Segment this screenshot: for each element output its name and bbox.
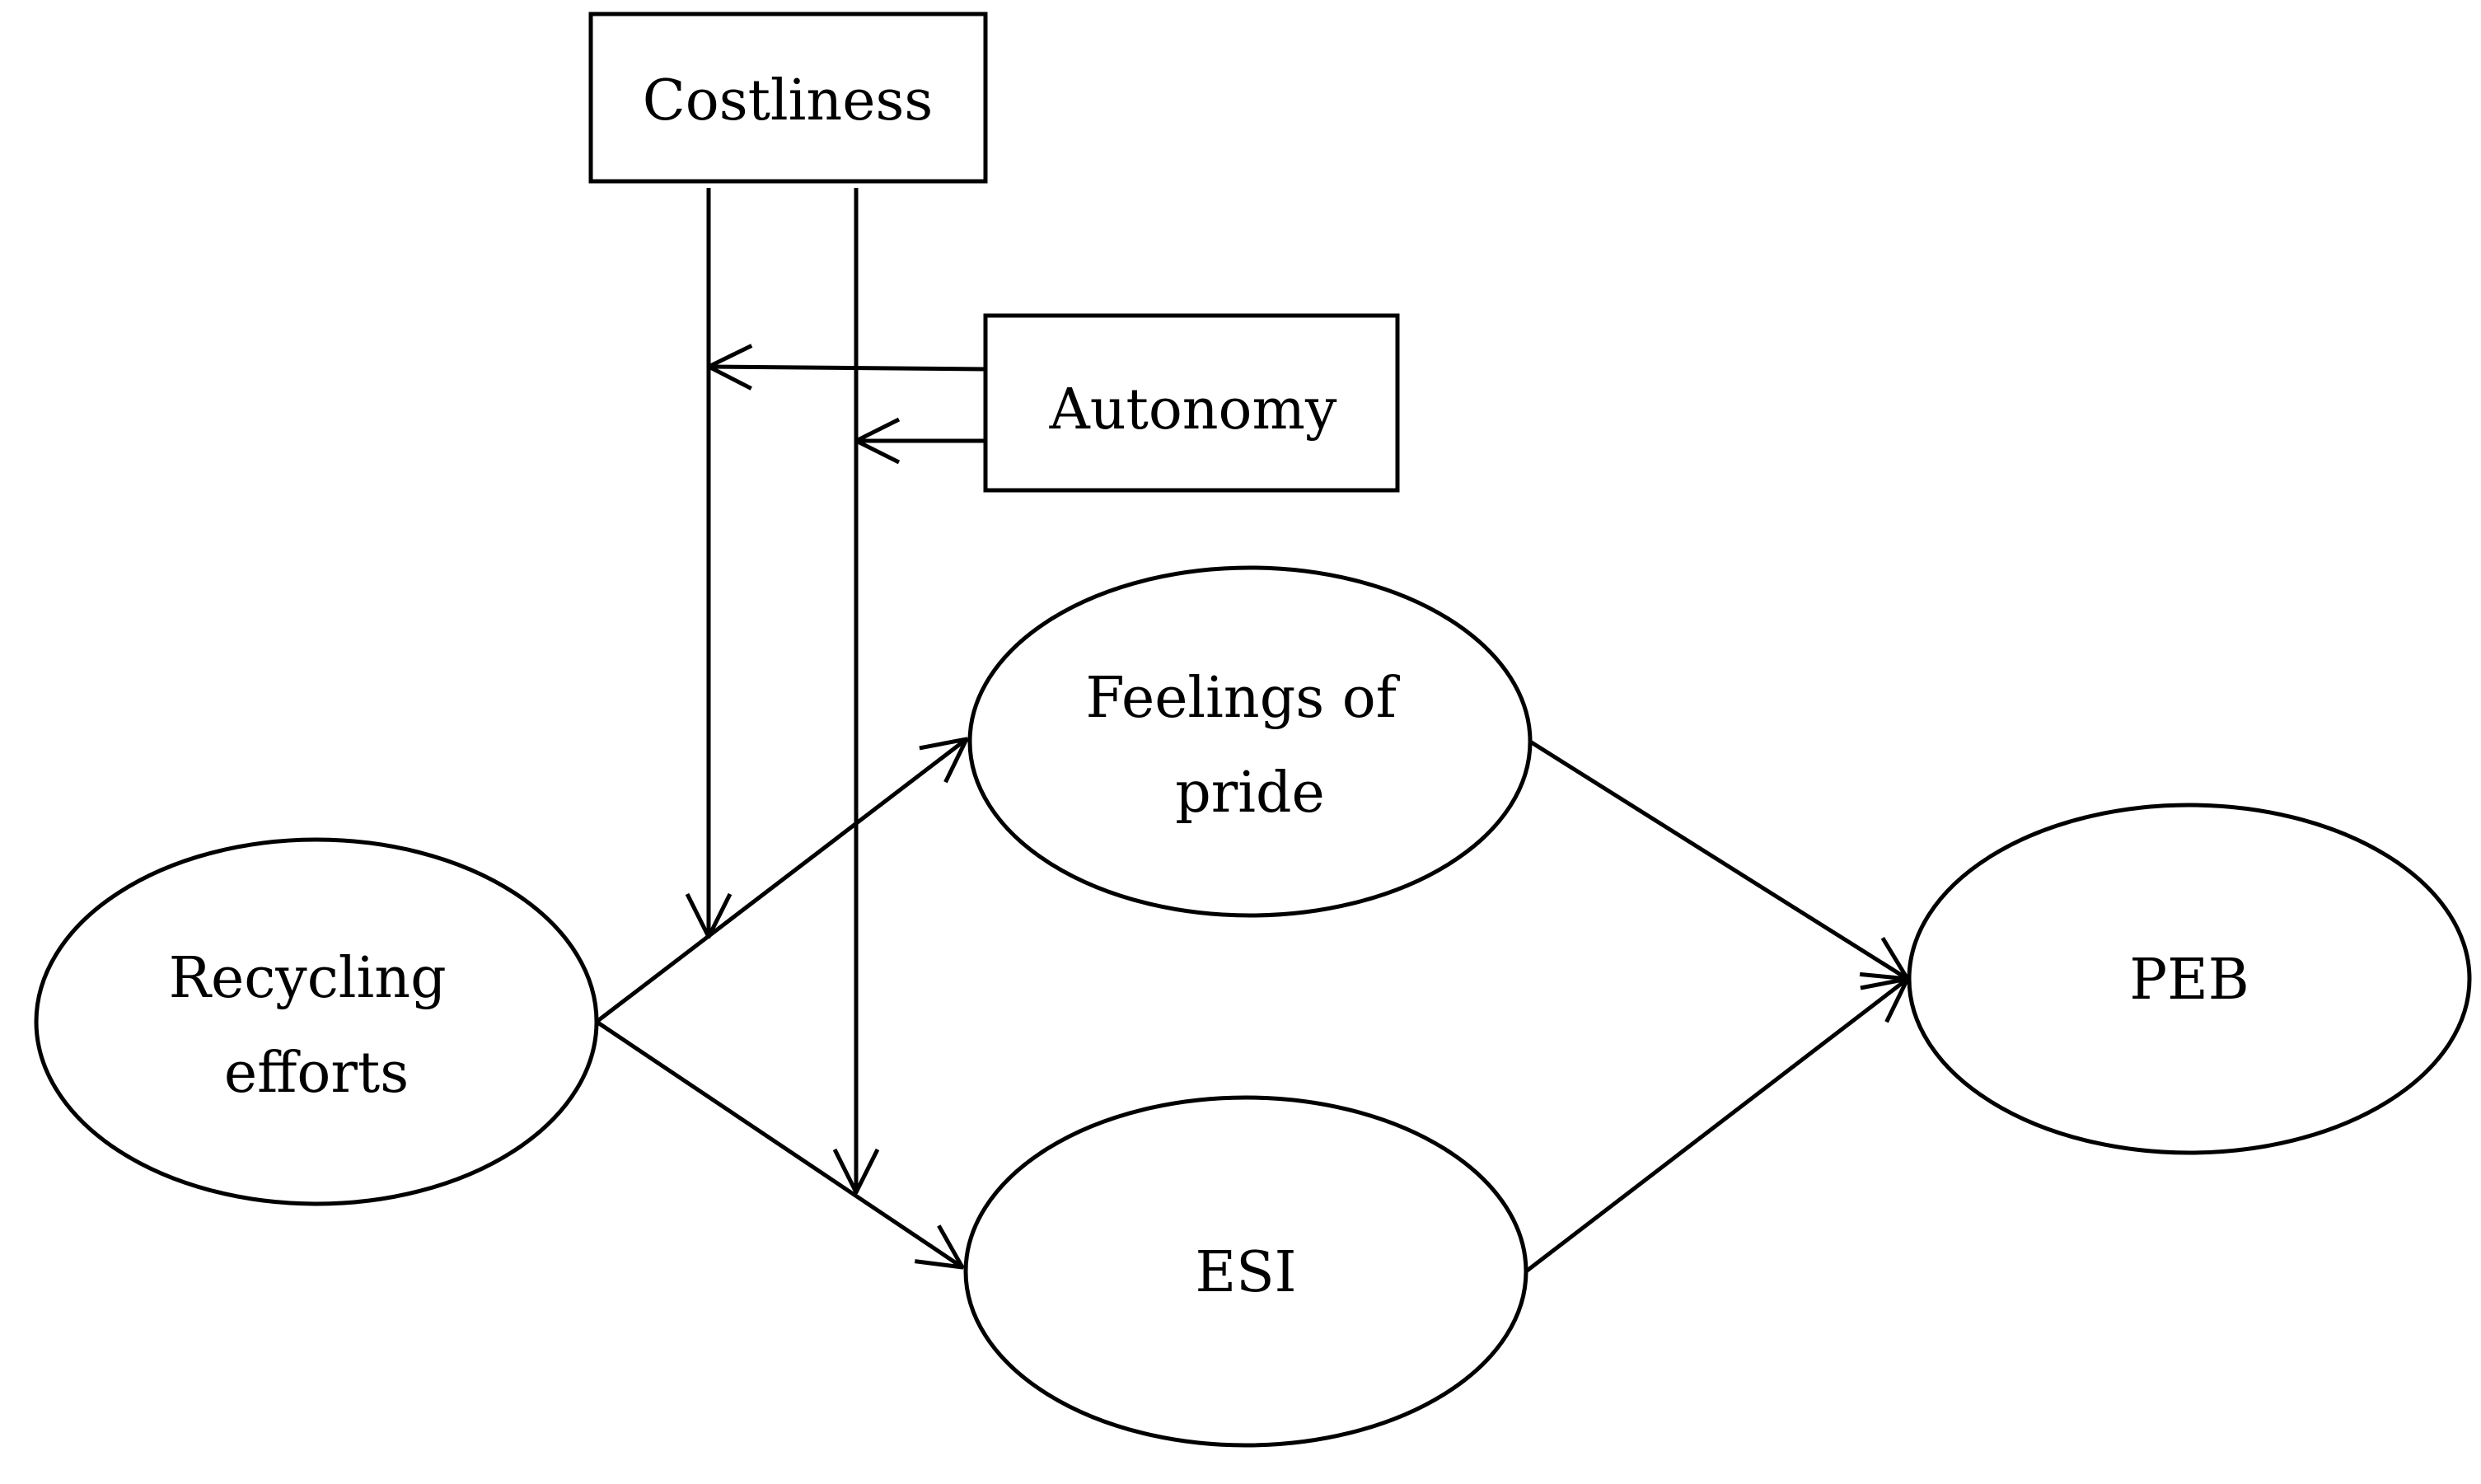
feelings-of-pride-label: Feelings of pride	[1085, 666, 1414, 826]
recycling-efforts-label: Recycling efforts	[169, 946, 464, 1106]
recycling-efforts-label-line2: efforts	[224, 1041, 409, 1106]
recycling-efforts-ellipse	[34, 837, 599, 1206]
costliness-box-border	[588, 12, 988, 184]
peb-label: PEB	[2129, 948, 2249, 1013]
esi-node: ESI	[963, 1095, 1528, 1448]
feelings-of-pride-label-line1: Feelings of	[1085, 666, 1400, 731]
peb-node: PEB	[1907, 803, 2472, 1155]
arrow-esi-to-peb	[1524, 979, 1908, 1273]
arrow-recycling-to-pride	[595, 739, 967, 1023]
costliness-label: Costliness	[643, 68, 934, 133]
arrow-recycling-to-esi	[595, 1019, 962, 1267]
recycling-efforts-node: Recycling efforts	[34, 837, 599, 1206]
autonomy-box: Autonomy	[983, 313, 1400, 493]
feelings-of-pride-label-line2: pride	[1175, 761, 1325, 826]
autonomy-box-border	[983, 313, 1400, 493]
feelings-of-pride-node: Feelings of pride	[967, 565, 1533, 918]
autonomy-label: Autonomy	[1049, 377, 1337, 442]
arrow-autonomy-moderates-left	[709, 367, 986, 369]
arrow-pride-to-peb	[1528, 739, 1908, 979]
costliness-box: Costliness	[588, 12, 988, 184]
recycling-efforts-label-line1: Recycling	[169, 946, 447, 1011]
feelings-of-pride-ellipse	[967, 565, 1533, 918]
esi-label: ESI	[1195, 1240, 1296, 1305]
